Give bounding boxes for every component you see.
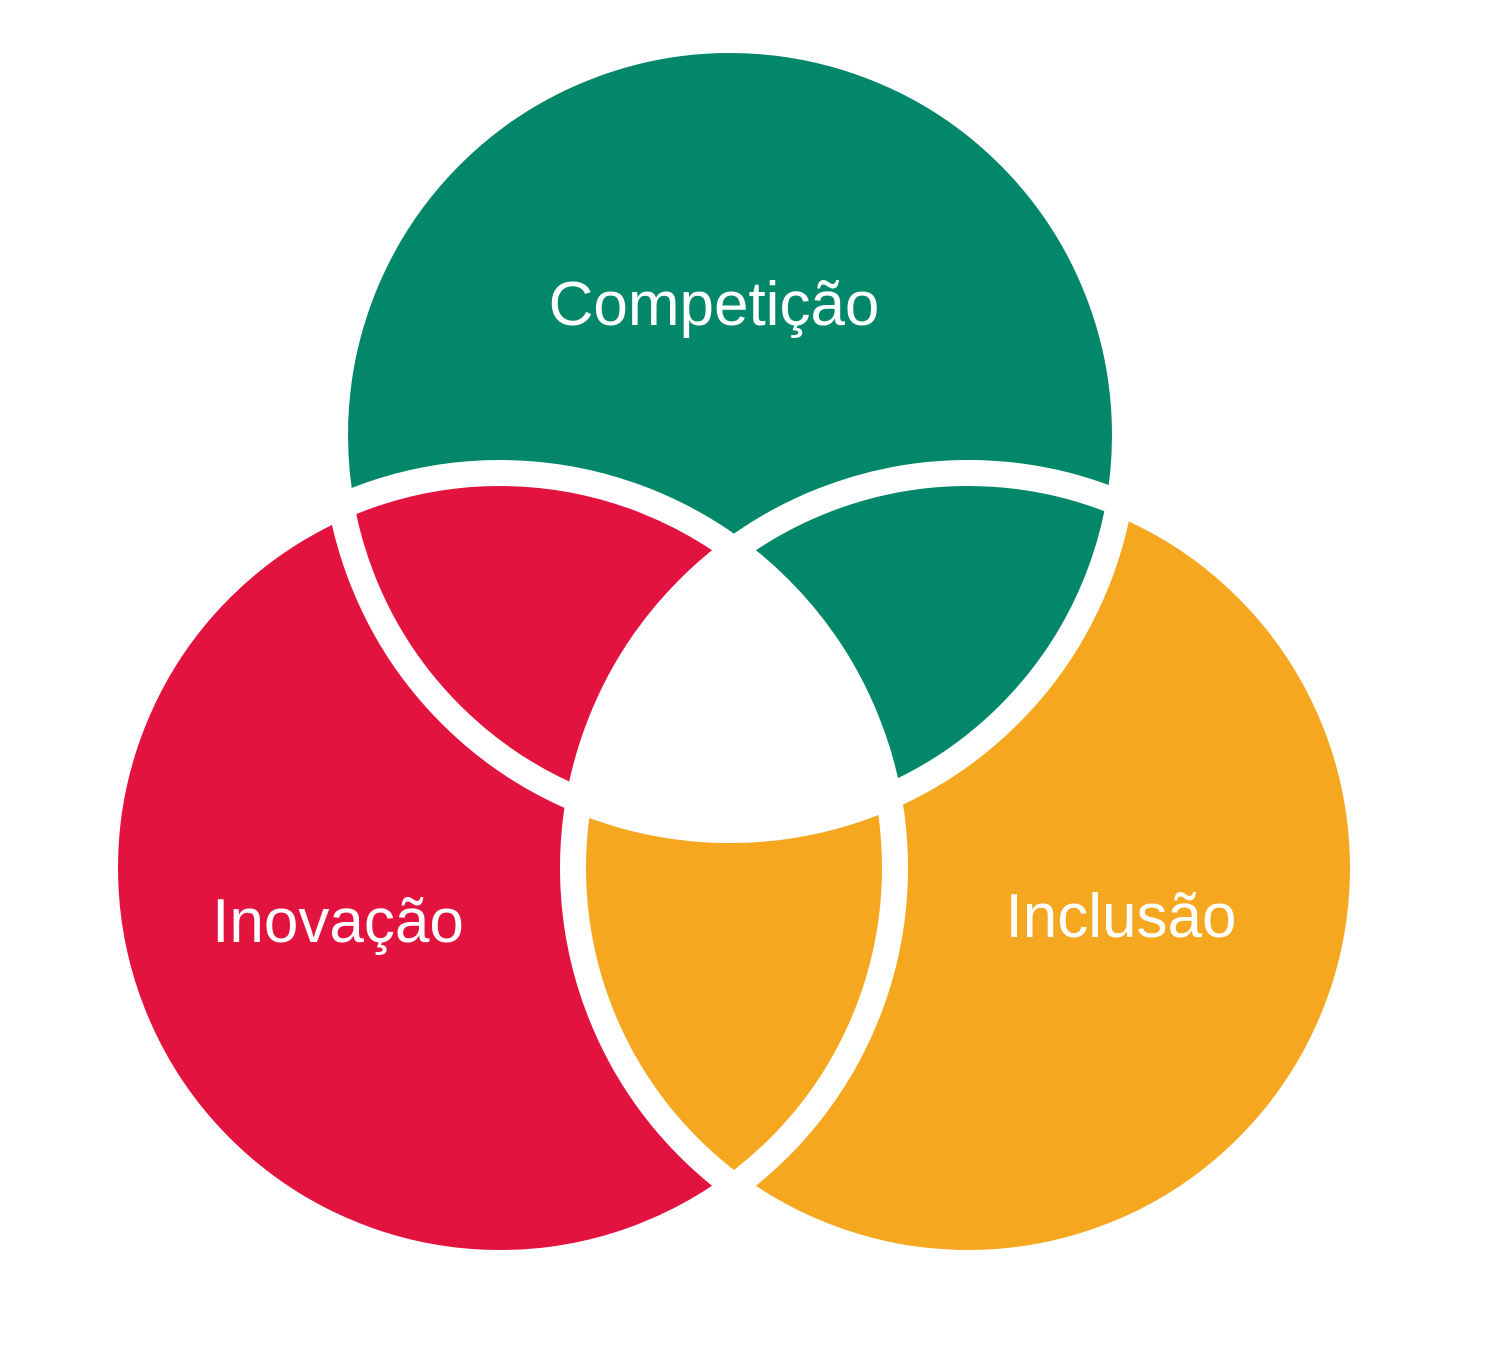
overlap-competicao-inclusao (573, 473, 1125, 830)
label-inovacao: Inovação (212, 887, 464, 956)
center-region (573, 473, 895, 830)
separator-competicao (322, 27, 1138, 843)
separator-inclusao (560, 460, 1376, 1276)
label-competicao: Competição (549, 270, 880, 339)
label-inclusao: Inclusão (1006, 882, 1237, 951)
separator-inovacao (92, 460, 908, 1276)
